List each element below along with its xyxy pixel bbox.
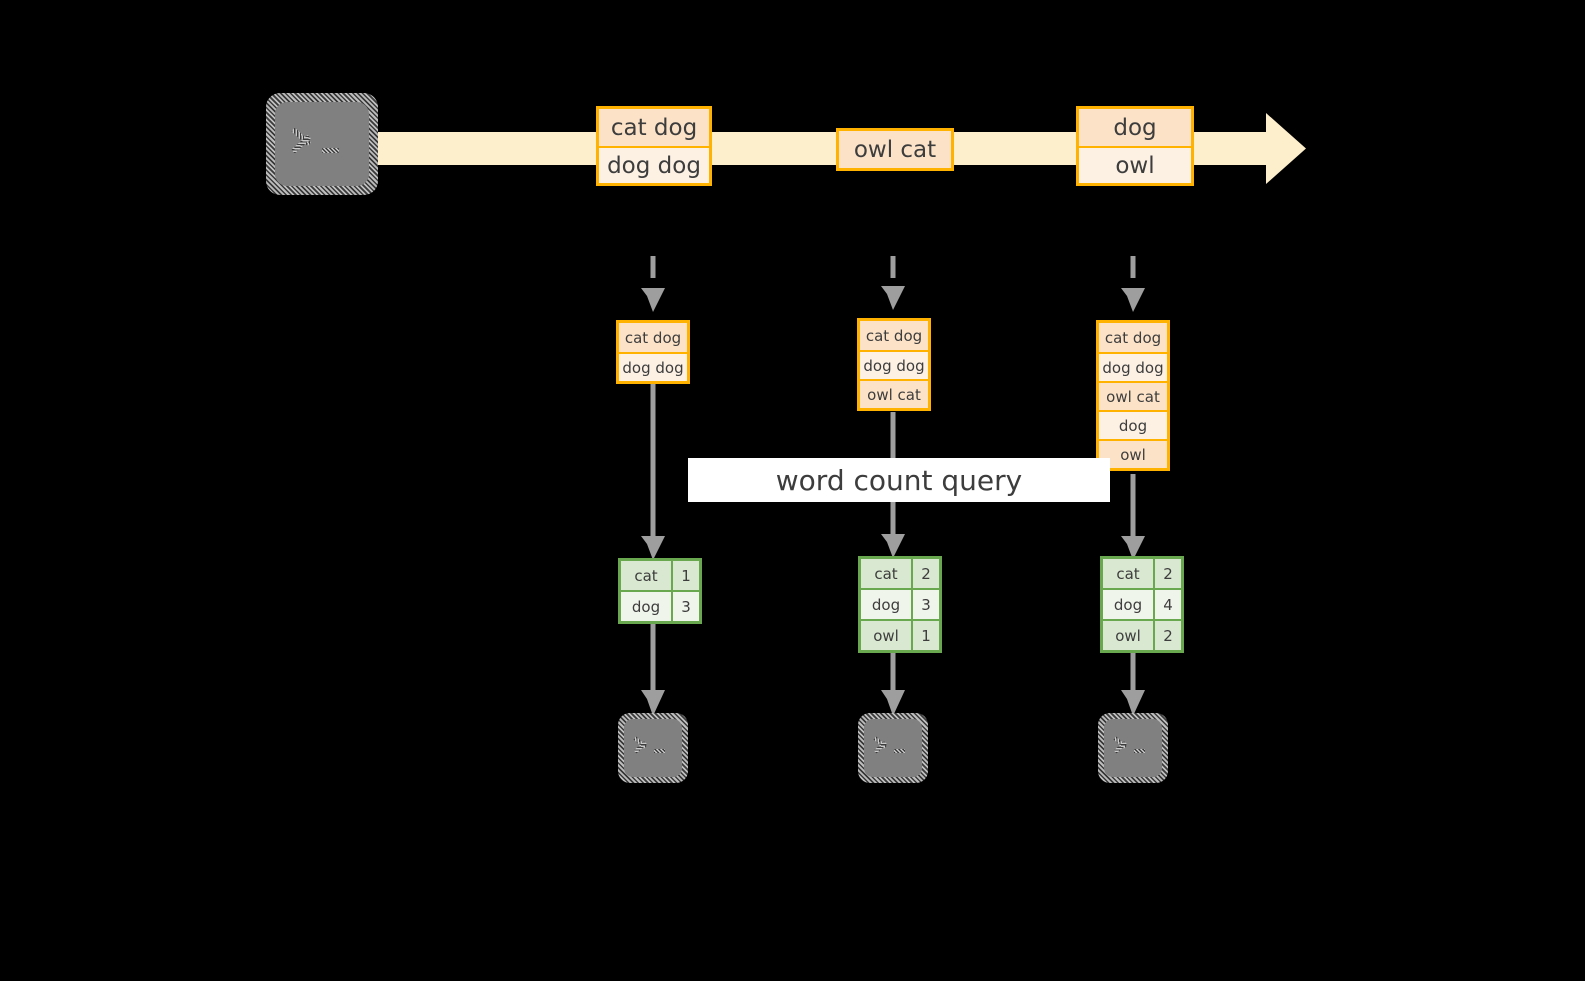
result-count: 3 bbox=[911, 590, 939, 619]
stream-batch-2: owl cat bbox=[836, 128, 954, 171]
input-table-trigger-2: cat dog dog dog owl cat bbox=[857, 318, 931, 411]
result-table-trigger-1: cat 1 dog 3 bbox=[618, 558, 702, 624]
input-row: dog dog bbox=[1099, 352, 1167, 381]
terminal-screen bbox=[275, 102, 369, 186]
result-row: cat 1 bbox=[621, 561, 699, 590]
terminal-screen bbox=[1104, 719, 1162, 777]
sink-arrows bbox=[650, 622, 1136, 690]
trigger-arrowheads bbox=[641, 286, 1145, 312]
input-table-trigger-1: cat dog dog dog bbox=[616, 320, 690, 384]
stream-batch-1: cat dog dog dog bbox=[596, 106, 712, 186]
result-word: owl bbox=[861, 621, 911, 650]
input-row: owl cat bbox=[1099, 381, 1167, 410]
result-count: 2 bbox=[1153, 559, 1181, 588]
terminal-screen bbox=[624, 719, 682, 777]
terminal-prompt-underscore bbox=[1134, 749, 1145, 753]
result-row: dog 4 bbox=[1103, 588, 1181, 619]
stream-record: dog bbox=[1079, 109, 1191, 146]
result-count: 3 bbox=[671, 592, 699, 621]
trigger-dashed-arrows bbox=[650, 256, 1136, 288]
input-row: cat dog bbox=[860, 321, 928, 350]
result-count: 4 bbox=[1153, 590, 1181, 619]
result-count: 2 bbox=[1153, 621, 1181, 650]
input-row: dog bbox=[1099, 410, 1167, 439]
result-word: dog bbox=[861, 590, 911, 619]
result-row: dog 3 bbox=[621, 590, 699, 621]
source-terminal-icon bbox=[266, 93, 378, 195]
result-row: owl 1 bbox=[861, 619, 939, 650]
sink-terminal-icon-1 bbox=[618, 713, 688, 783]
input-table-trigger-3: cat dog dog dog owl cat dog owl bbox=[1096, 320, 1170, 471]
stream-batch-3: dog owl bbox=[1076, 106, 1194, 186]
input-row: dog dog bbox=[619, 352, 687, 381]
result-word: dog bbox=[1103, 590, 1153, 619]
result-row: cat 2 bbox=[1103, 559, 1181, 588]
result-table-trigger-2: cat 2 dog 3 owl 1 bbox=[858, 556, 942, 653]
input-row: dog dog bbox=[860, 350, 928, 379]
sink-arrowheads bbox=[641, 690, 1145, 716]
input-row: owl cat bbox=[860, 379, 928, 408]
terminal-screen bbox=[864, 719, 922, 777]
result-count: 2 bbox=[911, 559, 939, 588]
result-row: dog 3 bbox=[861, 588, 939, 619]
stream-record: cat dog bbox=[599, 109, 709, 146]
terminal-prompt-underscore bbox=[322, 148, 339, 153]
result-count: 1 bbox=[911, 621, 939, 650]
terminal-prompt-underscore bbox=[894, 749, 905, 753]
stream-record: dog dog bbox=[599, 146, 709, 183]
result-row: cat 2 bbox=[861, 559, 939, 588]
query-label: word count query bbox=[688, 458, 1110, 502]
result-word: cat bbox=[621, 561, 671, 590]
result-word: dog bbox=[621, 592, 671, 621]
sink-terminal-icon-3 bbox=[1098, 713, 1168, 783]
terminal-prompt-underscore bbox=[654, 749, 665, 753]
result-count: 1 bbox=[671, 561, 699, 590]
result-word: cat bbox=[1103, 559, 1153, 588]
sink-terminal-icon-2 bbox=[858, 713, 928, 783]
stream-record: owl bbox=[1079, 146, 1191, 183]
result-word: cat bbox=[861, 559, 911, 588]
result-word: owl bbox=[1103, 621, 1153, 650]
input-row: cat dog bbox=[619, 323, 687, 352]
result-table-trigger-3: cat 2 dog 4 owl 2 bbox=[1100, 556, 1184, 653]
result-row: owl 2 bbox=[1103, 619, 1181, 650]
input-row: owl bbox=[1099, 439, 1167, 468]
input-row: cat dog bbox=[1099, 323, 1167, 352]
stream-record: owl cat bbox=[839, 131, 951, 168]
query-arrowheads bbox=[641, 534, 1145, 560]
